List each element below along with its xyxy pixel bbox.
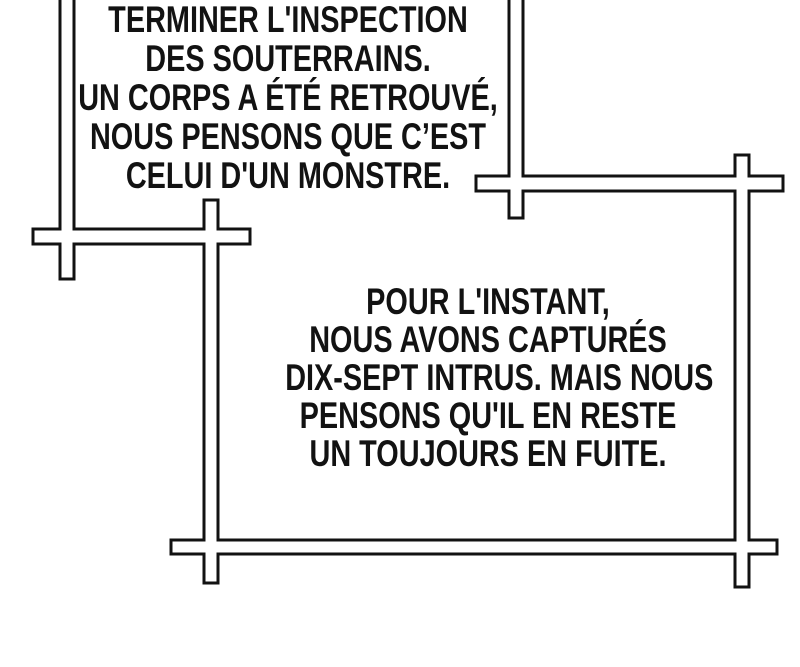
frame-bar-bottom-right-vertical-fill [736,156,748,586]
caption-line: PENSONS QU'IL EN RESTE [299,395,677,436]
frame-bar-top-right-vertical-fill [510,0,522,217]
caption-line: TERMINER L'INSPECTION [108,0,468,40]
frame-bar-top-left-vertical-fill [61,0,73,278]
caption-line: DES SOUTERRAINS. [145,38,431,79]
caption-line: UN TOUJOURS EN FUITE. [309,433,667,474]
caption-line: DIX-SEPT INTRUS. MAIS NOUS [285,357,714,398]
frame-bar-bottom-horizontal-fill [172,541,776,553]
caption-box-top: TERMINER L'INSPECTION DES SOUTERRAINS. U… [70,0,507,195]
frame-bar-right-horizontal-fill [477,177,782,190]
caption-line: POUR L'INSTANT, [366,281,610,322]
caption-line: NOUS AVONS CAPTURÉS [309,319,667,360]
caption-line: CELUI D'UN MONSTRE. [125,155,451,196]
frame-bar-left-horizontal-fill [34,230,249,243]
frame-bar-bottom-left-vertical-fill [205,201,217,582]
caption-line: UN CORPS A ÉTÉ RETROUVÉ, [78,77,498,118]
caption-box-bottom: POUR L'INSTANT, NOUS AVONS CAPTURÉS DIX-… [285,281,714,474]
caption-line: NOUS PENSONS QUE C’EST [89,116,487,157]
